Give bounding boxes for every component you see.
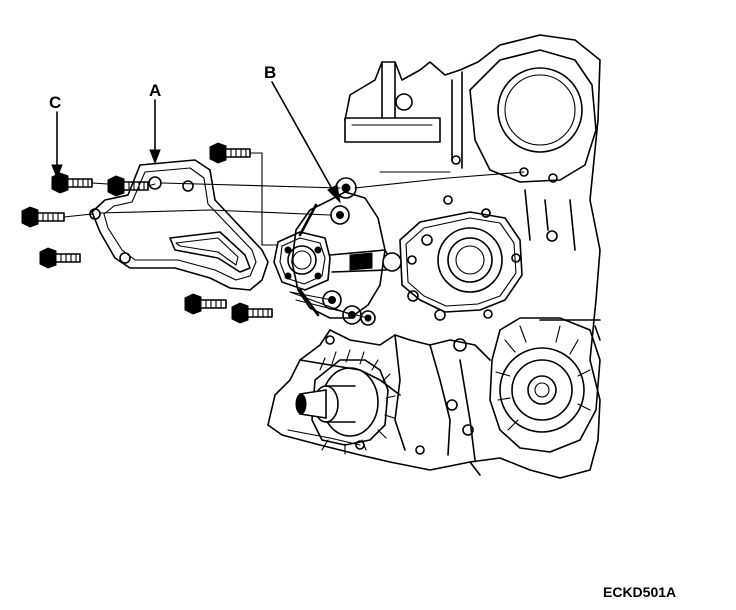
- bolt-left-low: [39, 247, 81, 269]
- callout-label-c: C: [49, 93, 61, 112]
- bolt-top-mid: [209, 142, 251, 164]
- callout-arrows: [51, 81, 341, 204]
- engine-block: [267, 34, 601, 479]
- crankshaft-sprocket: [295, 349, 396, 455]
- callout-label-b: B: [264, 63, 276, 82]
- mounting-bracket: [89, 159, 269, 291]
- lower-block: [287, 329, 491, 476]
- figure-id: ECKD501A: [603, 584, 676, 600]
- bolt-lower-1: [184, 293, 227, 315]
- alignment-lines: [63, 152, 525, 246]
- bolt-lower-2: [231, 302, 273, 324]
- pump-housing: [399, 208, 523, 321]
- crank-pulley: [489, 317, 601, 453]
- water-pump: [273, 177, 402, 326]
- callout-label-a: A: [149, 81, 161, 100]
- bolt-left-mid: [21, 206, 65, 228]
